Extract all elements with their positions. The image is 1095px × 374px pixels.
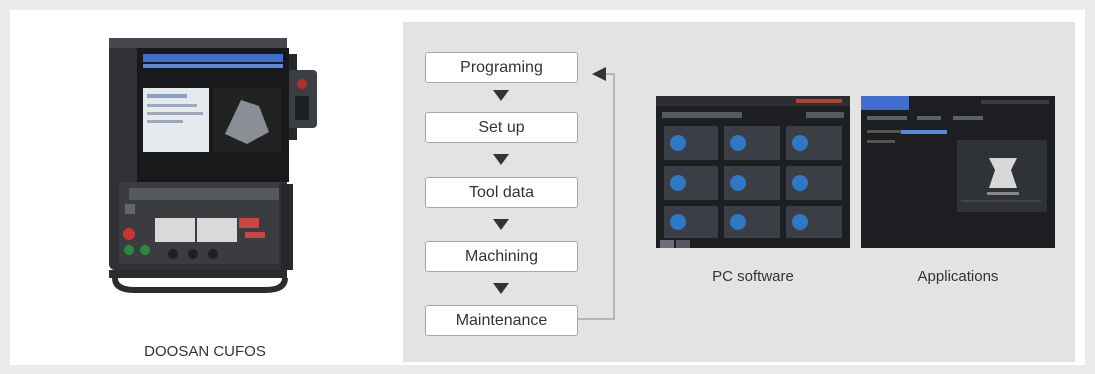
applications-caption: Applications xyxy=(917,268,999,285)
arrow-down-icon xyxy=(493,90,509,101)
cnc-control-panel-image xyxy=(109,38,317,293)
step-programing[interactable]: Programing xyxy=(425,52,578,83)
arrow-down-icon xyxy=(493,283,509,294)
device-caption: DOOSAN CUFOS xyxy=(144,343,266,360)
step-maintenance[interactable]: Maintenance xyxy=(425,305,578,336)
loop-back-arrow xyxy=(578,67,615,320)
step-tool-data[interactable]: Tool data xyxy=(425,177,578,208)
arrow-down-icon xyxy=(493,154,509,165)
arrow-down-icon xyxy=(493,219,509,230)
applications-screenshot xyxy=(861,96,1055,248)
pc-software-caption: PC software xyxy=(712,268,794,285)
step-set-up[interactable]: Set up xyxy=(425,112,578,143)
pc-software-screenshot xyxy=(656,96,850,248)
step-machining[interactable]: Machining xyxy=(425,241,578,272)
arrow-left-icon xyxy=(592,67,606,81)
